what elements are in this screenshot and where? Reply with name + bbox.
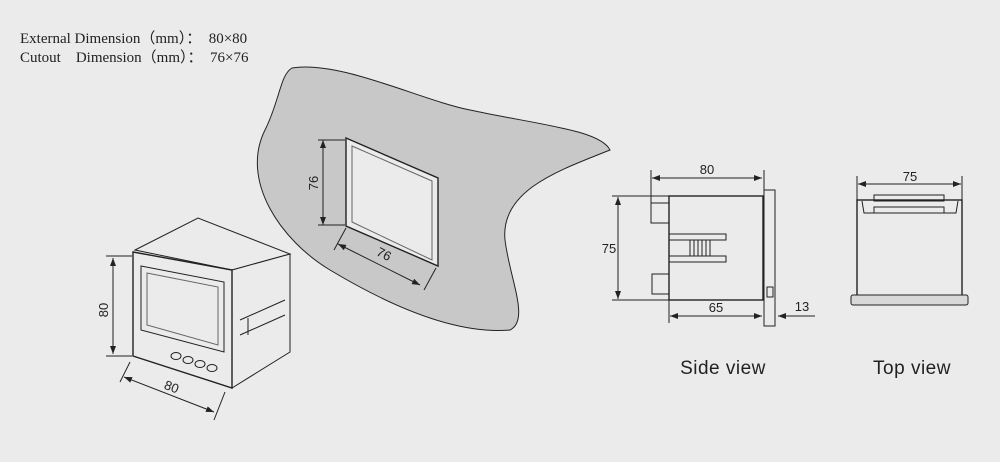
cutout-window [345,136,439,268]
side-height-label: 75 [602,241,616,256]
external-dimension-spec: External Dimension（mm）： 80×80 [20,31,248,47]
side-view-drawing [650,189,776,327]
device-body-side [231,253,291,389]
top-view-drawing [850,194,969,306]
top-width-label: 75 [903,169,917,184]
device-display [140,265,225,353]
iso-width-label: 80 [162,377,181,396]
side-width-label: 80 [700,162,714,177]
cutout-height-label: 76 [306,176,321,190]
iso-height-label: 80 [96,303,111,317]
top-view-caption: Top view [873,358,951,379]
device-front-bezel [132,251,233,389]
side-depth-label: 65 [709,300,723,315]
cutout-width-label: 76 [374,244,394,264]
side-panel-label: 13 [795,299,809,314]
device-buttons [170,352,218,372]
cutout-dimension-spec: Cutout Dimension（mm）： 76×76 [20,50,249,66]
side-view-caption: Side view [680,358,766,379]
